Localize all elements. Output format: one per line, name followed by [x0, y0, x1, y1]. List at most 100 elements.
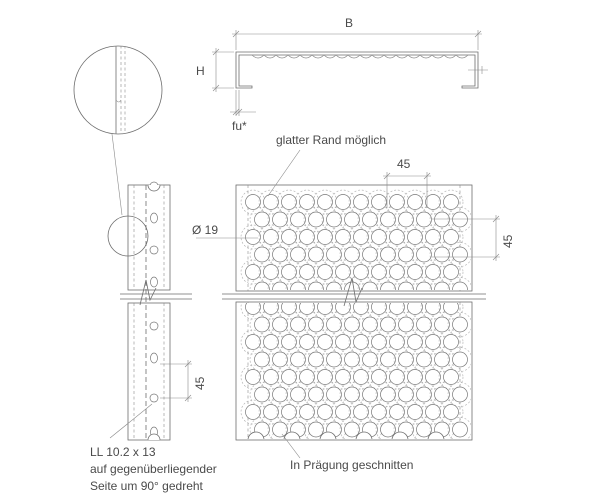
perforation-hole: [425, 264, 441, 280]
slot-line-2: auf gegenüberliegender: [90, 462, 217, 476]
perforation-hole: [344, 211, 360, 228]
perforation-hole: [425, 229, 441, 245]
perforation-hole: [317, 194, 333, 210]
right-pitch-label: 45: [501, 234, 515, 248]
profile-embossing: [251, 54, 469, 59]
perforation-hole: [407, 334, 423, 350]
perforation-hole: [443, 303, 459, 315]
perforation-hole: [317, 264, 333, 280]
front-view-plate: 45 45 Ø 19 glatter Rand möglich In Prägu…: [192, 133, 515, 472]
hole-diameter-label: Ø 19: [192, 223, 218, 237]
perforation-hole: [398, 386, 414, 403]
perforation-hole: [416, 386, 432, 403]
plate-lower-outline: [235, 301, 473, 441]
perforation-hole: [326, 211, 342, 228]
side-edge-cut: [147, 433, 161, 441]
perforation-hole: [263, 404, 279, 420]
perforation-hole: [380, 316, 396, 333]
perforation-hole: [434, 211, 450, 228]
perforation-hole: [398, 281, 414, 290]
perforation-hole: [371, 264, 387, 280]
perforation-hole: [281, 404, 297, 420]
perforation-hole: [425, 369, 441, 385]
perforation-hole: [245, 194, 261, 210]
perforation-hole: [272, 281, 288, 290]
perforation-hole: [317, 404, 333, 420]
perforation-hole: [371, 229, 387, 245]
perforation-hole: [362, 386, 378, 403]
slot-leader: [109, 403, 153, 439]
width-label: B: [345, 16, 353, 30]
perforation-hole: [443, 334, 459, 350]
perforation-hole: [290, 386, 306, 403]
perforation-hole: [416, 281, 432, 290]
perforation-hole: [425, 404, 441, 420]
perforation-hole: [344, 351, 360, 368]
perforation-hole: [434, 316, 450, 333]
perforation-hole: [317, 303, 333, 315]
perforation-hole: [308, 421, 324, 438]
perforation-hole: [326, 351, 342, 368]
perforation-hole: [326, 386, 342, 403]
perforation-hole: [308, 351, 324, 368]
perforation-hole: [263, 334, 279, 350]
perforation-hole: [254, 351, 270, 368]
cut-note-label: In Prägung geschnitten: [290, 458, 413, 472]
perforation-hole: [290, 211, 306, 228]
perforation-hole: [281, 334, 297, 350]
slot-annotation: LL 10.2 x 13 auf gegenüberliegender Seit…: [90, 445, 217, 493]
perforation-hole: [308, 316, 324, 333]
profile-outer: [235, 51, 479, 89]
perforation-hole: [452, 211, 468, 228]
emboss-ring: [438, 303, 464, 320]
perforation-hole: [371, 194, 387, 210]
side-edge-cut: [147, 184, 161, 192]
perforation-hole: [272, 386, 288, 403]
perforation-hole: [407, 264, 423, 280]
perforation-hole: [443, 369, 459, 385]
perforation-hole: [281, 303, 297, 315]
perforation-hole: [389, 334, 405, 350]
perforation-hole: [407, 194, 423, 210]
perforation-hole: [344, 386, 360, 403]
perforation-hole: [263, 229, 279, 245]
perforation-hole: [344, 316, 360, 333]
perforation-hole: [335, 264, 351, 280]
perforation-hole: [344, 281, 360, 290]
perforation-hole: [362, 246, 378, 263]
perforation-hole: [272, 246, 288, 263]
perforation-hole: [281, 264, 297, 280]
perforation-hole: [443, 264, 459, 280]
height-label: H: [196, 64, 205, 78]
perforation-hole: [389, 264, 405, 280]
perforation-hole: [389, 303, 405, 315]
perforation-hole: [380, 351, 396, 368]
side-pitch-label: 45: [193, 376, 207, 390]
thickness-label: fu*: [232, 119, 247, 133]
perforation-hole: [389, 194, 405, 210]
perforation-hole: [335, 194, 351, 210]
perforation-hole: [272, 351, 288, 368]
detail-marker-circle: [107, 215, 149, 257]
perforation-hole: [452, 351, 468, 368]
perforation-hole: [272, 211, 288, 228]
perforation-hole: [371, 404, 387, 420]
perforation-hole: [335, 404, 351, 420]
perforation-hole: [272, 316, 288, 333]
perforation-hole: [398, 316, 414, 333]
perforation-hole: [416, 316, 432, 333]
detail-circle-view: [73, 45, 163, 216]
perforation-hole: [416, 351, 432, 368]
perforation-hole: [245, 334, 261, 350]
perforation-hole: [353, 194, 369, 210]
perforation-hole: [407, 404, 423, 420]
perforation-hole: [380, 211, 396, 228]
perforation-hole: [380, 421, 396, 438]
perforation-hole: [308, 281, 324, 290]
perforation-hole: [245, 303, 261, 315]
perforation-hole: [245, 229, 261, 245]
perforation-hole: [425, 303, 441, 315]
emboss-ring: [438, 189, 464, 215]
perforation-hole: [434, 246, 450, 263]
